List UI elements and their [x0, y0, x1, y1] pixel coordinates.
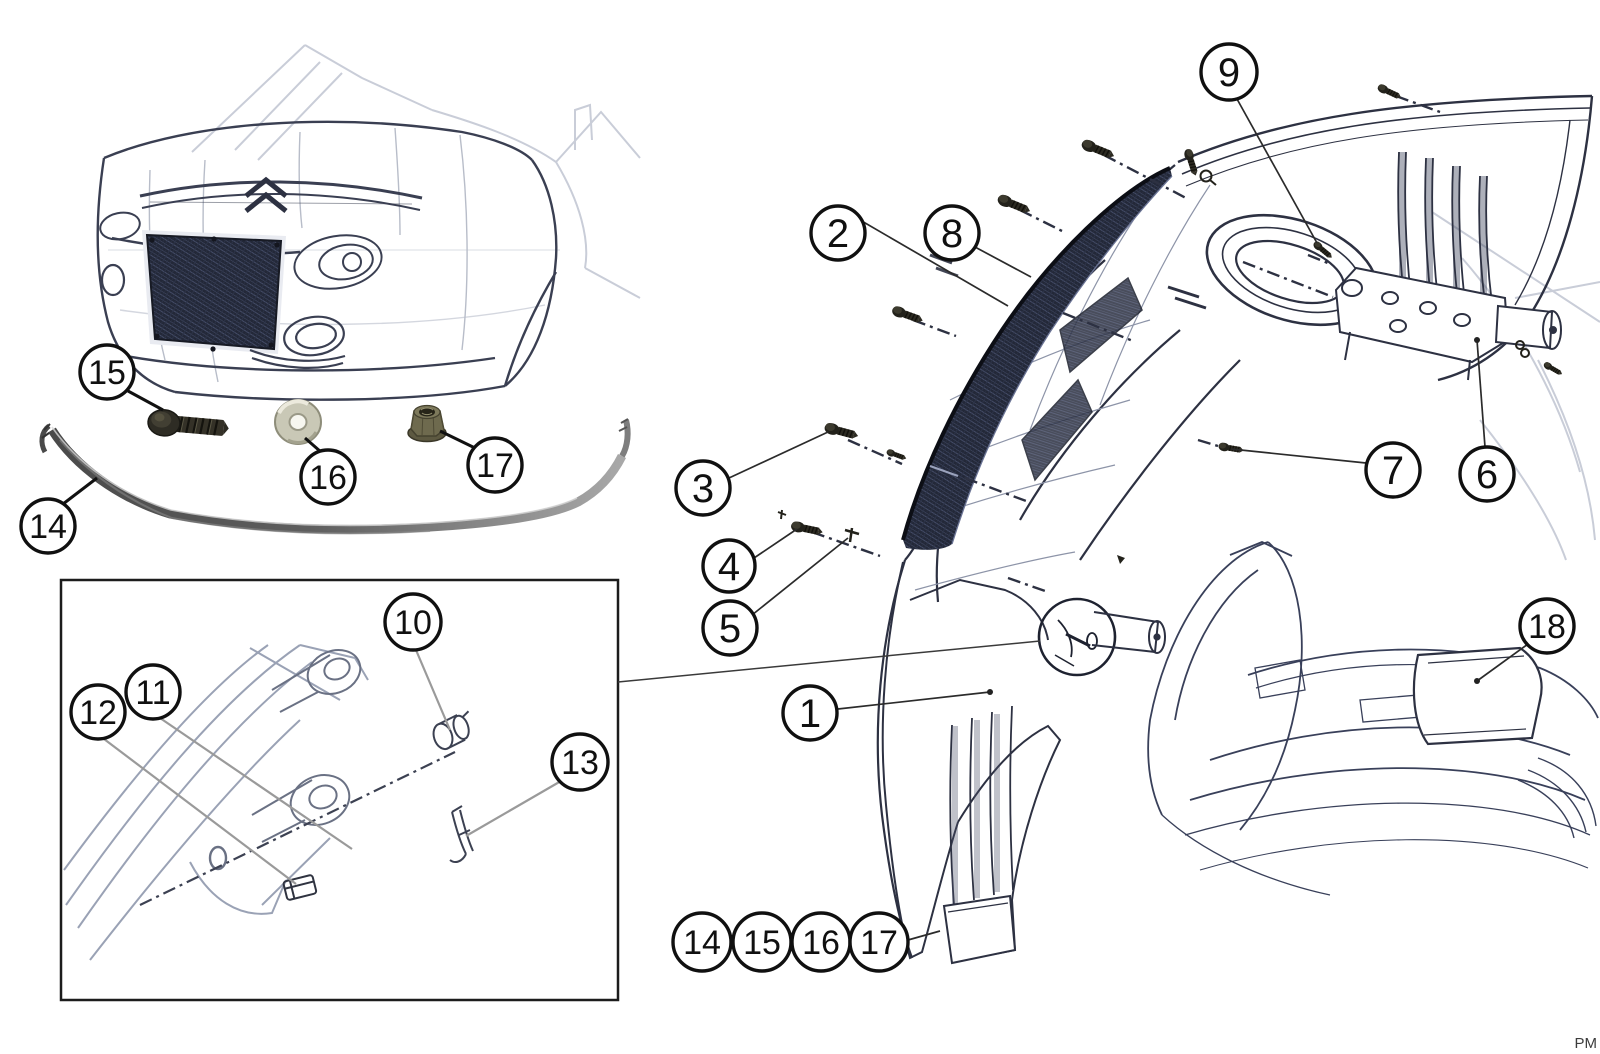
callout-4: 4 [701, 538, 757, 594]
callout-15: 15 [78, 343, 136, 401]
callout-number: 5 [719, 607, 741, 651]
leader-line-17 [439, 429, 476, 450]
callout-number: 16 [802, 924, 840, 962]
callout-number: 14 [29, 508, 67, 546]
leader-line-17 [907, 930, 941, 941]
leader-line-13 [465, 780, 562, 837]
callout-17: 17 [466, 436, 524, 494]
leader-line-5 [751, 537, 849, 616]
callout-14: 14 [19, 497, 77, 555]
leader-line-8 [974, 246, 1032, 278]
leader-line-6 [1476, 339, 1486, 448]
callout-number: 15 [88, 354, 126, 392]
callout-number: 11 [135, 674, 170, 712]
callout-17: 17 [848, 911, 910, 973]
callout-number: 6 [1476, 453, 1498, 497]
screw-fastener [886, 449, 907, 460]
leader-dot-6 [1474, 337, 1480, 343]
leader-line-11 [159, 717, 353, 850]
callout-15: 15 [731, 911, 793, 973]
citroen-chevron-logo [244, 176, 288, 213]
callout-number: 16 [309, 459, 347, 497]
callout-number: 9 [1218, 51, 1240, 95]
callout-number: 3 [692, 467, 714, 511]
leader-line-3 [728, 431, 829, 479]
bumper-lower-corner [881, 561, 1062, 963]
leader-line-1 [837, 691, 991, 710]
callout-5: 5 [701, 599, 759, 657]
mounting-bracket [1334, 266, 1562, 381]
screw-fastener [1543, 362, 1563, 375]
leader-line-2 [859, 219, 1009, 307]
leader-dot-1 [987, 689, 993, 695]
callout-6: 6 [1458, 445, 1516, 503]
fastener-screw-part [147, 409, 229, 437]
callout-number: 12 [79, 694, 117, 732]
screw-fastener [1313, 241, 1332, 258]
callout-13: 13 [550, 732, 610, 792]
callout-number: 17 [860, 924, 898, 962]
callout-11: 11 [124, 663, 182, 721]
screw-fastener [1377, 84, 1401, 99]
leader-line-15 [127, 389, 164, 412]
callout-1: 1 [781, 684, 839, 742]
callout-number: 17 [476, 447, 514, 485]
callout-2: 2 [809, 204, 867, 262]
trim-strip-part [39, 418, 631, 535]
callout-number: 18 [1528, 608, 1566, 646]
screw-fastener [824, 423, 859, 439]
callout-16: 16 [299, 448, 357, 506]
exploded-bumper-drawing [876, 94, 1599, 965]
screw-fastener [1218, 442, 1244, 453]
assembly-axis-lines [811, 94, 1441, 594]
callout-18: 18 [1518, 597, 1576, 655]
callout-number: 2 [827, 212, 849, 256]
callout-number: 14 [683, 924, 721, 962]
leader-line-inset-box [617, 640, 1041, 683]
leader-line-12 [103, 738, 297, 885]
grille-mesh-crescent [901, 166, 1173, 550]
screw-fastener [1184, 149, 1198, 176]
grille-mesh-overview [142, 230, 286, 354]
screw-fastener [1081, 139, 1115, 159]
screw-fastener [997, 194, 1031, 214]
pad-part-18 [1412, 646, 1543, 746]
leader-line-18 [1476, 643, 1529, 682]
leader-line-10 [414, 649, 452, 731]
fastener-washer-part [274, 399, 322, 445]
bracket-plate-part [942, 894, 1017, 965]
page-code: PM [1575, 1035, 1598, 1052]
lower-bumper-assembly [1147, 541, 1599, 896]
leader-line-16 [304, 436, 322, 454]
screw-fasteners-layer [777, 84, 1563, 564]
screw-fastener [892, 306, 923, 323]
leader-line-9 [1236, 98, 1318, 244]
callout-7: 7 [1364, 441, 1422, 499]
callout-number: 7 [1382, 449, 1404, 493]
leader-line-7 [1230, 448, 1367, 464]
inset-detail-box [59, 578, 620, 1002]
callout-8: 8 [923, 204, 981, 262]
magnifier-detail-circle [1037, 597, 1117, 677]
callout-16: 16 [790, 911, 852, 973]
callout-14: 14 [671, 911, 733, 973]
callout-number: 10 [394, 604, 432, 642]
callout-10: 10 [383, 592, 443, 652]
callout-number: 15 [743, 924, 781, 962]
leader-line-4 [753, 528, 798, 559]
callout-number: 8 [941, 212, 963, 256]
callout-number: 13 [561, 744, 599, 782]
callout-12: 12 [69, 683, 127, 741]
callout-number: 1 [799, 692, 821, 736]
leader-dot-18 [1474, 678, 1480, 684]
callout-number: 4 [718, 545, 740, 589]
small-clip-parts [777, 169, 1530, 564]
callout-9: 9 [1199, 42, 1259, 102]
fastener-nut-part [407, 404, 447, 443]
leader-line-14 [62, 476, 98, 506]
callout-3: 3 [674, 459, 732, 517]
